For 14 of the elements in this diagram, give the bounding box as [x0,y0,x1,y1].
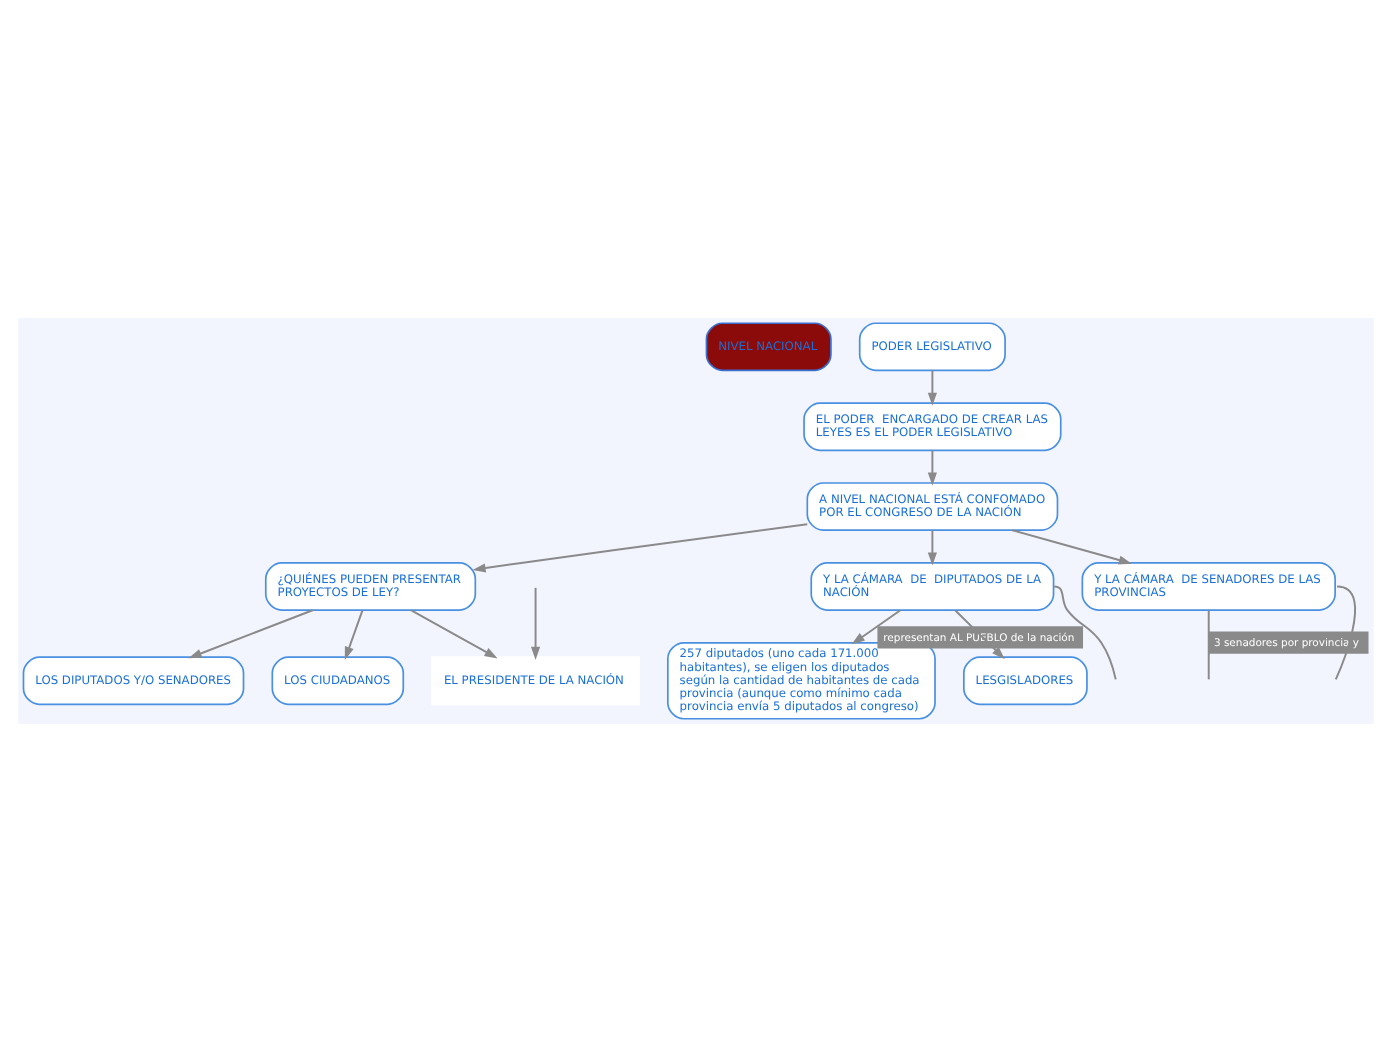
arrow [927,368,937,405]
arrow [954,608,1005,659]
arrow [409,608,498,658]
arrow [188,608,314,658]
arrow [1011,528,1132,564]
connector [1053,584,1117,680]
arrow [531,585,541,659]
arrow [927,448,937,485]
arrow [851,608,902,644]
arrow [927,528,937,565]
arrow [344,608,364,659]
connector [1334,584,1357,680]
connector [1207,608,1210,680]
arrow [472,522,809,572]
